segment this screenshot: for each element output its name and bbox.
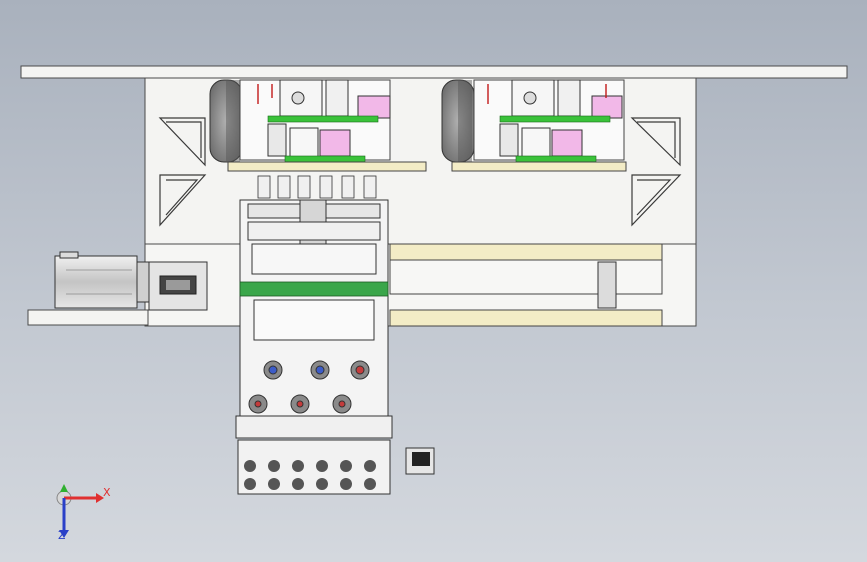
sensor-box: [405, 447, 435, 475]
left-gusset-bracket: [158, 117, 207, 227]
right-wheel: [441, 79, 475, 163]
right-gripper-module: [473, 79, 625, 163]
left-wheel: [209, 79, 243, 163]
roller-row-lower: [248, 394, 352, 414]
roller-row-upper: [263, 360, 370, 380]
axis-x-label: X: [103, 486, 111, 499]
nozzle-row-top: [257, 175, 377, 199]
top-plate: [20, 65, 848, 79]
bottom-base-plate: [235, 415, 393, 495]
left-mounting-plate: [227, 161, 427, 172]
axis-triad: [56, 484, 104, 538]
central-carriage: [239, 199, 389, 417]
right-gusset-bracket: [630, 117, 682, 227]
linear-rail: [389, 243, 663, 327]
servo-motor: [54, 251, 150, 309]
gearbox: [148, 261, 208, 311]
right-mounting-plate: [451, 161, 627, 172]
axis-z-label: Z: [58, 529, 66, 542]
left-gripper-module: [239, 79, 391, 163]
